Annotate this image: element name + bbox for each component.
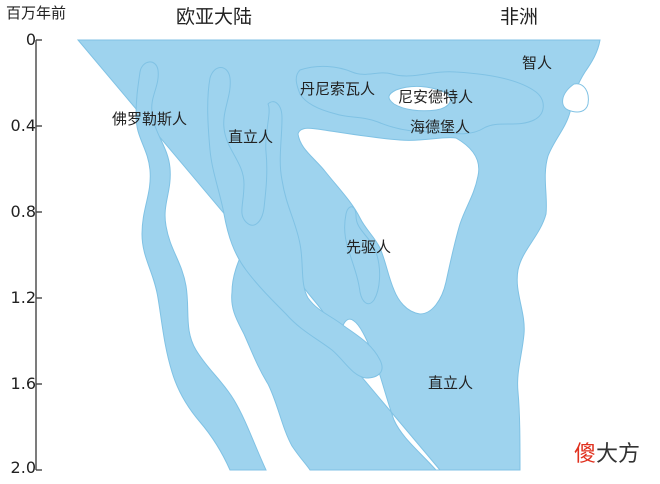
species-label-neanderthal: 尼安德特人 (398, 88, 474, 106)
watermark-part2: 大方 (595, 442, 640, 467)
species-label-denisovan: 丹尼索瓦人 (300, 80, 376, 98)
antecessor-lineage (344, 206, 381, 305)
gap-archaic (388, 85, 451, 112)
species-label-erectus-africa: 直立人 (428, 374, 474, 392)
y-tick-label-0: 0 (25, 30, 36, 49)
watermark-logo: 傻大方 (574, 436, 640, 468)
y-tick-label-2.0: 2.0 (10, 458, 36, 477)
y-tick-label-1.2: 1.2 (10, 288, 36, 307)
species-label-erectus-asia: 直立人 (228, 128, 274, 146)
floresiensis-lineage (135, 61, 267, 471)
gap-sapiens (562, 83, 589, 113)
species-label-sapiens: 智人 (522, 54, 553, 72)
y-axis-unit-label: 百万年前 (6, 4, 67, 22)
region-label-eurasia: 欧亚大陆 (176, 6, 253, 28)
y-tick-label-0.4: 0.4 (10, 116, 36, 135)
gap-africa-interior (297, 127, 480, 315)
watermark-part1: 傻 (573, 442, 596, 467)
y-tick-label-1.6: 1.6 (10, 374, 36, 393)
species-label-antecessor: 先驱人 (346, 238, 392, 256)
asian-erectus-lineage (207, 67, 383, 379)
species-label-heidelberg: 海德堡人 (410, 118, 471, 136)
y-tick-label-0.8: 0.8 (10, 202, 36, 221)
region-label-africa: 非洲 (500, 6, 539, 28)
species-label-floresiensis: 佛罗勒斯人 (112, 110, 188, 128)
